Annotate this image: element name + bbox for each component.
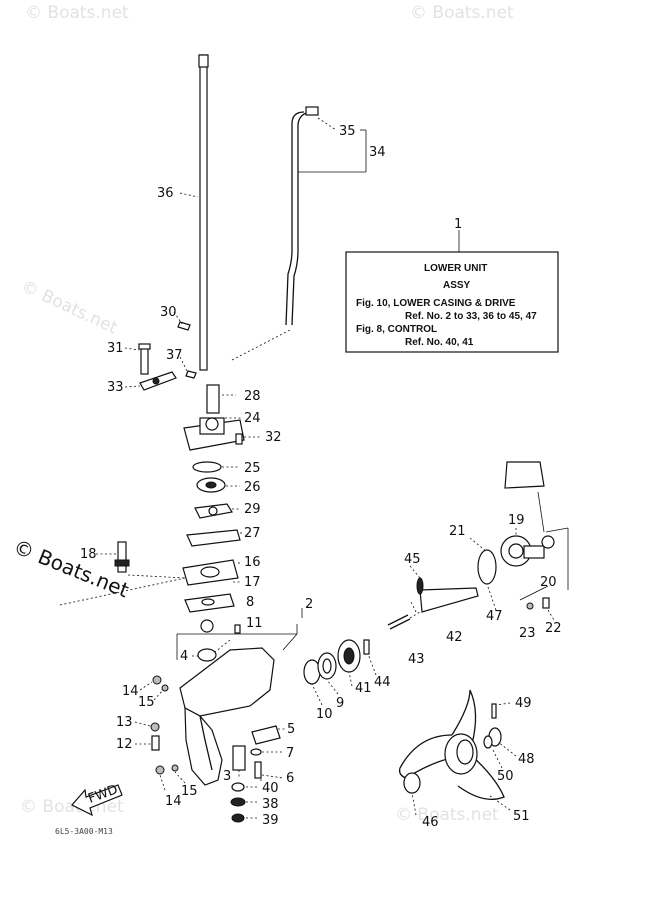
callout-12: 12 [116,737,133,752]
watermark: © Boats.net [410,3,514,23]
anode-parts [230,725,285,823]
assembly-line-2: Ref. No. 2 to 33, 36 to 45, 47 [405,311,537,322]
callout-14a: 14 [122,684,139,699]
watermark: © Boats.net [25,3,129,23]
callout-11: 11 [246,616,263,631]
callout-22: 22 [545,621,562,636]
callout-37: 37 [166,348,183,363]
callout-43: 43 [408,652,425,667]
callout-20: 20 [540,575,557,590]
callout-17: 17 [244,575,261,590]
shift-cable-rod [231,106,367,361]
callout-7: 7 [286,746,294,761]
callout-4: 4 [180,649,188,664]
callout-10: 10 [316,707,333,722]
callout-39: 39 [262,813,279,828]
callout-8: 8 [246,595,254,610]
callout-18: 18 [80,547,97,562]
callout-13: 13 [116,715,133,730]
left-bolts [134,675,186,791]
callout-45: 45 [404,552,421,567]
callout-28: 28 [244,389,261,404]
callout-9: 9 [336,696,344,711]
callout-16: 16 [244,555,261,570]
callout-44: 44 [374,675,391,690]
callout-42: 42 [446,630,463,645]
callout-15a: 15 [138,695,155,710]
propeller-shaft-housing [477,461,569,621]
water-tube [59,541,186,606]
assembly-line-1: Fig. 10, LOWER CASING & DRIVE [356,298,516,309]
watermarks: © Boats.net © Boats.net © Boats.net © Bo… [10,3,514,825]
callout-labels: 1 2 3 4 5 6 7 8 9 10 11 12 13 14 14 15 1… [80,124,562,830]
callout-26: 26 [244,480,261,495]
callout-50: 50 [497,769,514,784]
assembly-title-1: LOWER UNIT [424,263,487,274]
callout-33: 33 [107,380,124,395]
callout-49: 49 [515,696,532,711]
assembly-line-4: Ref. No. 40, 41 [405,337,474,348]
callout-41: 41 [355,681,372,696]
callout-29: 29 [244,502,261,517]
callout-40: 40 [262,781,279,796]
callout-27: 27 [244,526,261,541]
watermark: © Boats.net [395,805,499,825]
callout-leaders [173,311,517,816]
callout-15b: 15 [181,784,198,799]
callout-30: 30 [160,305,177,320]
callout-24: 24 [244,411,261,426]
callout-31: 31 [107,341,124,356]
callout-1: 1 [454,217,462,232]
callout-32: 32 [265,430,282,445]
callout-3: 3 [223,769,231,784]
callout-51: 51 [513,809,530,824]
callout-23: 23 [519,626,536,641]
upper-small-parts [124,321,236,414]
callout-48: 48 [518,752,535,767]
callout-38: 38 [262,797,279,812]
assembly-note-box: LOWER UNIT ASSY Fig. 10, LOWER CASING & … [345,230,559,353]
callout-36: 36 [157,186,174,201]
callout-2: 2 [305,597,313,612]
callout-34: 34 [369,145,386,160]
diagram-code: 6L5-3A00-M13 [55,827,113,836]
callout-35: 35 [339,124,356,139]
water-pump-assembly [182,417,262,613]
callout-19: 19 [508,513,525,528]
callout-6: 6 [286,771,294,786]
watermark-prominent: © Boats.net [10,534,132,602]
assembly-line-3: Fig. 8, CONTROL [356,324,437,335]
callout-25: 25 [244,461,261,476]
callout-14b: 14 [165,794,182,809]
fwd-arrow: FWD 6L5-3A00-M13 [55,782,123,836]
watermark: © Boats.net [18,276,121,338]
callout-5: 5 [287,722,295,737]
callout-21: 21 [449,524,466,539]
propeller [398,689,511,800]
callout-47: 47 [486,609,503,624]
shift-rod [179,54,209,371]
lower-casing [176,608,303,786]
assembly-title-2: ASSY [443,280,471,291]
callout-46: 46 [422,815,439,830]
